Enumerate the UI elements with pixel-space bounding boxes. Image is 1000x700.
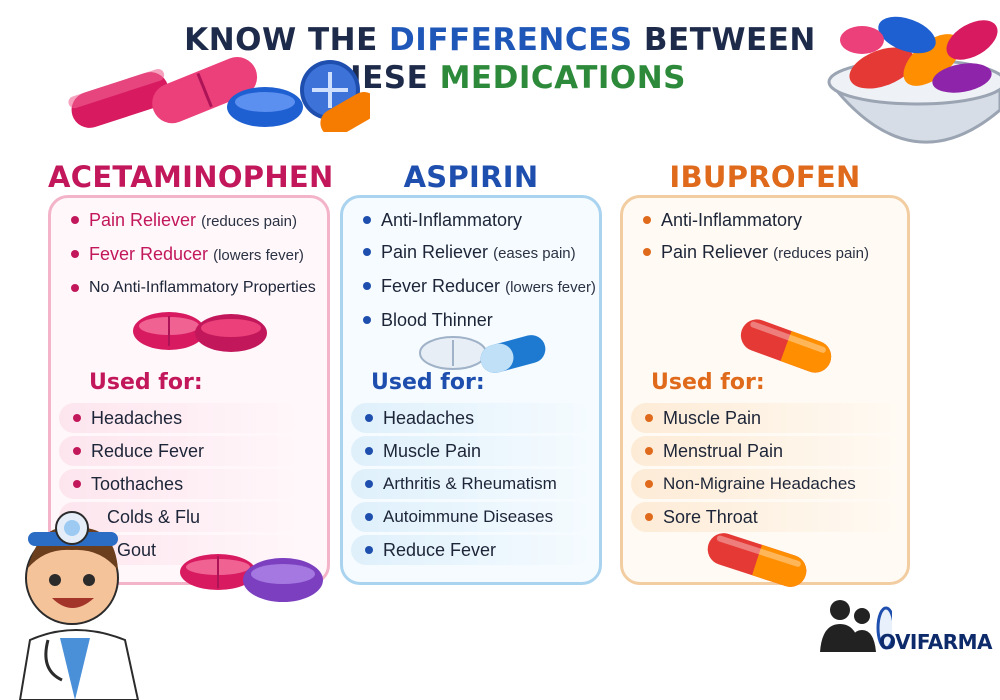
- property-item: Anti-Inflammatory: [643, 204, 869, 236]
- used-for-label: Used for:: [89, 370, 203, 395]
- aspirin-uses: Headaches Muscle Pain Arthritis & Rheuma…: [351, 403, 591, 568]
- bullet-icon: [71, 284, 79, 292]
- bullet-icon: [73, 447, 81, 455]
- bullet-icon: [363, 248, 371, 256]
- ovifarma-logo-figures-icon: [820, 600, 892, 652]
- orange-capsule-illustration: [740, 319, 832, 373]
- list-item: Menstrual Pain: [631, 436, 901, 466]
- pink-purple-tablets-illustration: [180, 554, 323, 602]
- column-heading-aspirin: ASPIRIN: [403, 160, 539, 194]
- property-item: Fever Reducer (lowers fever): [71, 238, 316, 272]
- pills-cluster-illustration: [68, 57, 370, 132]
- page-title: KNOW THE DIFFERENCES BETWEEN: [0, 22, 1000, 58]
- pink-tablets-illustration: [133, 312, 267, 352]
- ovifarma-logo-text: OVIFARMA: [878, 630, 993, 654]
- property-item: Fever Reducer (lowers fever): [363, 270, 596, 304]
- bullet-icon: [73, 414, 81, 422]
- property-item: Pain Reliever (reduces pain): [71, 204, 316, 238]
- orange-capsule-illustration: [707, 533, 807, 587]
- ibuprofen-card: Anti-Inflammatory Pain Reliever (reduces…: [620, 195, 910, 585]
- list-item: Headaches: [59, 403, 299, 433]
- aspirin-card: Anti-Inflammatory Pain Reliever (eases p…: [340, 195, 602, 585]
- list-item: Muscle Pain: [351, 436, 591, 466]
- bullet-icon: [643, 248, 651, 256]
- property-item: No Anti-Inflammatory Properties: [71, 272, 316, 304]
- list-item: Reduce Fever: [59, 436, 299, 466]
- bullet-icon: [643, 216, 651, 224]
- acetaminophen-card: Pain Reliever (reduces pain) Fever Reduc…: [48, 195, 330, 585]
- bullet-icon: [73, 480, 81, 488]
- used-for-label: Used for:: [651, 370, 765, 395]
- list-item: Toothaches: [59, 469, 299, 499]
- property-item: Pain Reliever (reduces pain): [643, 236, 869, 270]
- ibuprofen-uses: Muscle Pain Menstrual Pain Non-Migraine …: [631, 403, 901, 535]
- property-item: Blood Thinner: [363, 304, 596, 336]
- property-item: Anti-Inflammatory: [363, 204, 596, 236]
- acetaminophen-properties: Pain Reliever (reduces pain) Fever Reduc…: [71, 204, 316, 304]
- title-highlight-medications: MEDICATIONS: [439, 60, 686, 96]
- title-highlight-differences: DIFFERENCES: [389, 22, 633, 58]
- aspirin-properties: Anti-Inflammatory Pain Reliever (eases p…: [363, 204, 596, 336]
- bullet-icon: [365, 546, 373, 554]
- bullet-icon: [365, 513, 373, 521]
- column-heading-ibuprofen: IBUPROFEN: [669, 160, 861, 194]
- bullet-icon: [365, 447, 373, 455]
- list-item: Sore Throat: [631, 502, 901, 532]
- bullet-icon: [71, 216, 79, 224]
- bullet-icon: [363, 282, 371, 290]
- property-item: Pain Reliever (eases pain): [363, 236, 596, 270]
- list-item: Muscle Pain: [631, 403, 901, 433]
- list-item: Autoimmune Diseases: [351, 502, 591, 532]
- bullet-icon: [363, 216, 371, 224]
- bullet-icon: [71, 250, 79, 258]
- list-item: Non-Migraine Headaches: [631, 469, 901, 499]
- bullet-icon: [363, 316, 371, 324]
- bullet-icon: [365, 480, 373, 488]
- title-text: KNOW THE: [184, 22, 390, 58]
- used-for-label: Used for:: [371, 370, 485, 395]
- doctor-character-illustration: [18, 511, 140, 700]
- bullet-icon: [645, 480, 653, 488]
- ibuprofen-properties: Anti-Inflammatory Pain Reliever (reduces…: [643, 204, 869, 270]
- list-item: Headaches: [351, 403, 591, 433]
- acetaminophen-uses: Headaches Reduce Fever Toothaches Colds …: [59, 403, 299, 568]
- list-item: Reduce Fever: [351, 535, 591, 565]
- list-item: Colds & Flu: [59, 502, 299, 532]
- bullet-icon: [365, 414, 373, 422]
- bullet-icon: [645, 447, 653, 455]
- aspirin-tablet-capsule-illustration: [419, 335, 546, 373]
- column-heading-acetaminophen: ACETAMINOPHEN: [48, 160, 334, 194]
- list-item: Arthritis & Rheumatism: [351, 469, 591, 499]
- bullet-icon: [645, 414, 653, 422]
- pill-bowl-illustration: [827, 16, 1000, 144]
- bullet-icon: [645, 513, 653, 521]
- title-text: BETWEEN: [632, 22, 816, 58]
